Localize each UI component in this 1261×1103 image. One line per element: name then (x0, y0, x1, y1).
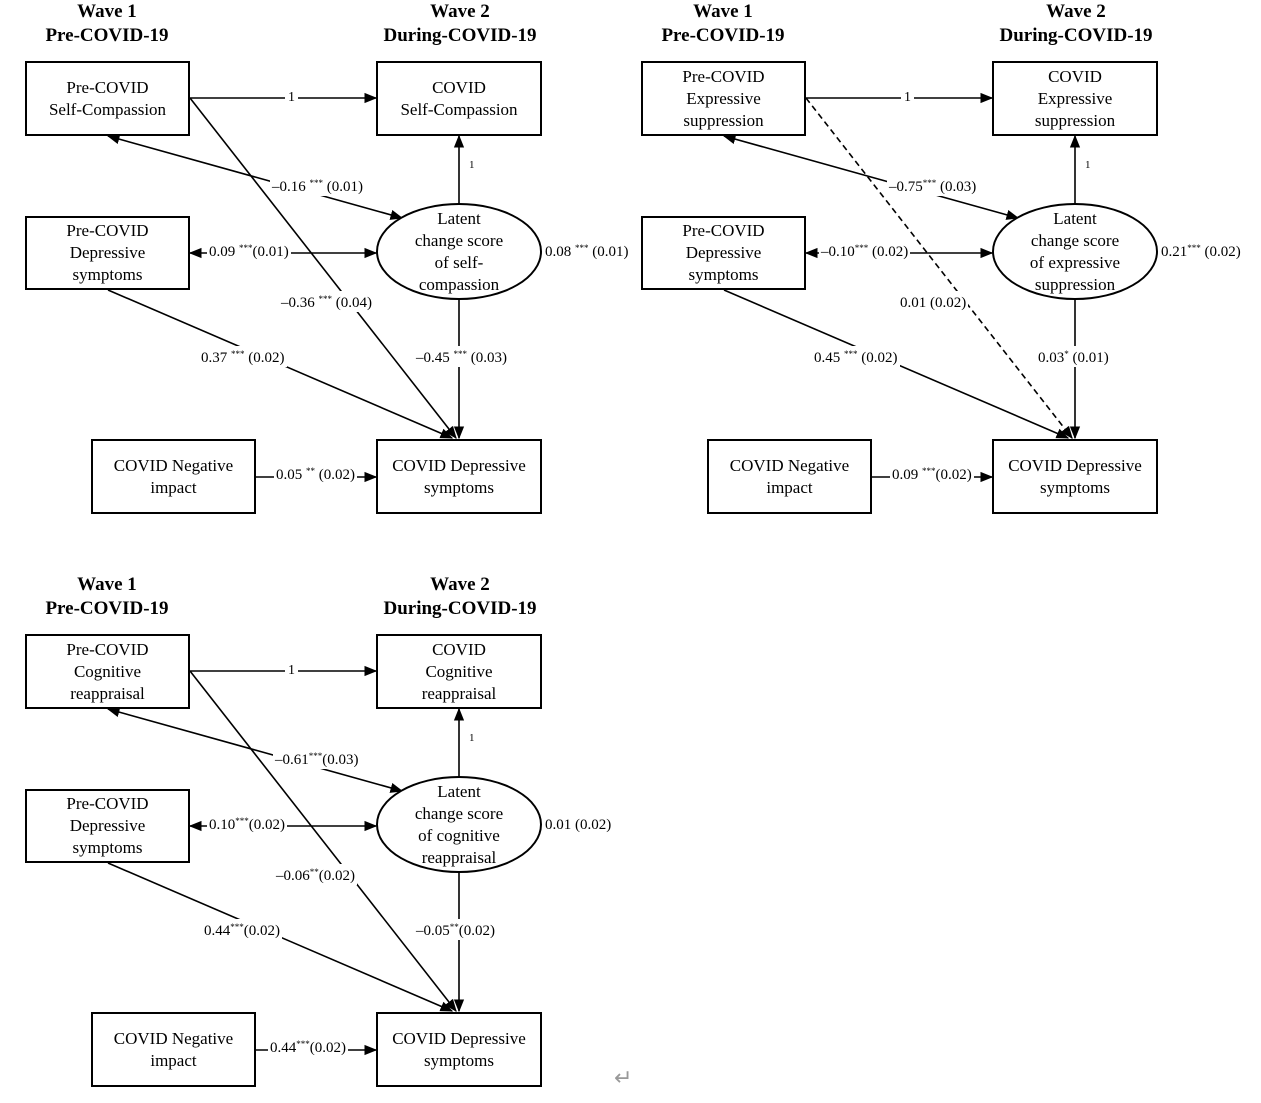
coef-dep-latent: 0.09 ***(0.01) (207, 240, 291, 261)
path-label-pre-to-covid: 1 (285, 663, 298, 679)
coef-latent-outcome: 0.03* (0.01) (1036, 346, 1111, 367)
path-label-latent-to-covid: 1 (467, 730, 477, 746)
coef-negative-outcome: 0.44***(0.02) (268, 1036, 348, 1057)
coef-dep-outcome: 0.37 *** (0.02) (199, 346, 287, 367)
coef-latent-variance: 0.21*** (0.02) (1159, 240, 1243, 261)
path-label-latent-to-covid: 1 (1083, 157, 1093, 173)
coef-dep-latent: 0.10***(0.02) (207, 813, 287, 834)
coef-dep-outcome: 0.45 *** (0.02) (812, 346, 900, 367)
path-label-latent-to-covid: 1 (467, 157, 477, 173)
coef-negative-outcome: 0.09 ***(0.02) (890, 463, 974, 484)
coef-pre-outcome: –0.06**(0.02) (274, 864, 357, 885)
coef-pre-latent: –0.61***(0.03) (273, 748, 361, 769)
coef-dep-outcome: 0.44***(0.02) (202, 919, 282, 940)
coef-pre-outcome: 0.01 (0.02) (898, 291, 969, 312)
coef-latent-variance: 0.01 (0.02) (543, 813, 614, 834)
coef-negative-outcome: 0.05 ** (0.02) (274, 463, 357, 484)
coef-dep-latent: –0.10*** (0.02) (819, 240, 911, 261)
return-icon: ↵ (614, 1066, 633, 1091)
coef-latent-outcome: –0.45 *** (0.03) (414, 346, 509, 367)
path-label-pre-to-covid: 1 (901, 90, 914, 106)
coef-latent-variance: 0.08 *** (0.01) (543, 240, 631, 261)
path-label-pre-to-covid: 1 (285, 90, 298, 106)
coef-latent-outcome: –0.05**(0.02) (414, 919, 497, 940)
coef-pre-outcome: –0.36 *** (0.04) (279, 291, 374, 312)
coef-pre-latent: –0.75*** (0.03) (887, 175, 979, 196)
coef-pre-latent: –0.16 *** (0.01) (270, 175, 365, 196)
